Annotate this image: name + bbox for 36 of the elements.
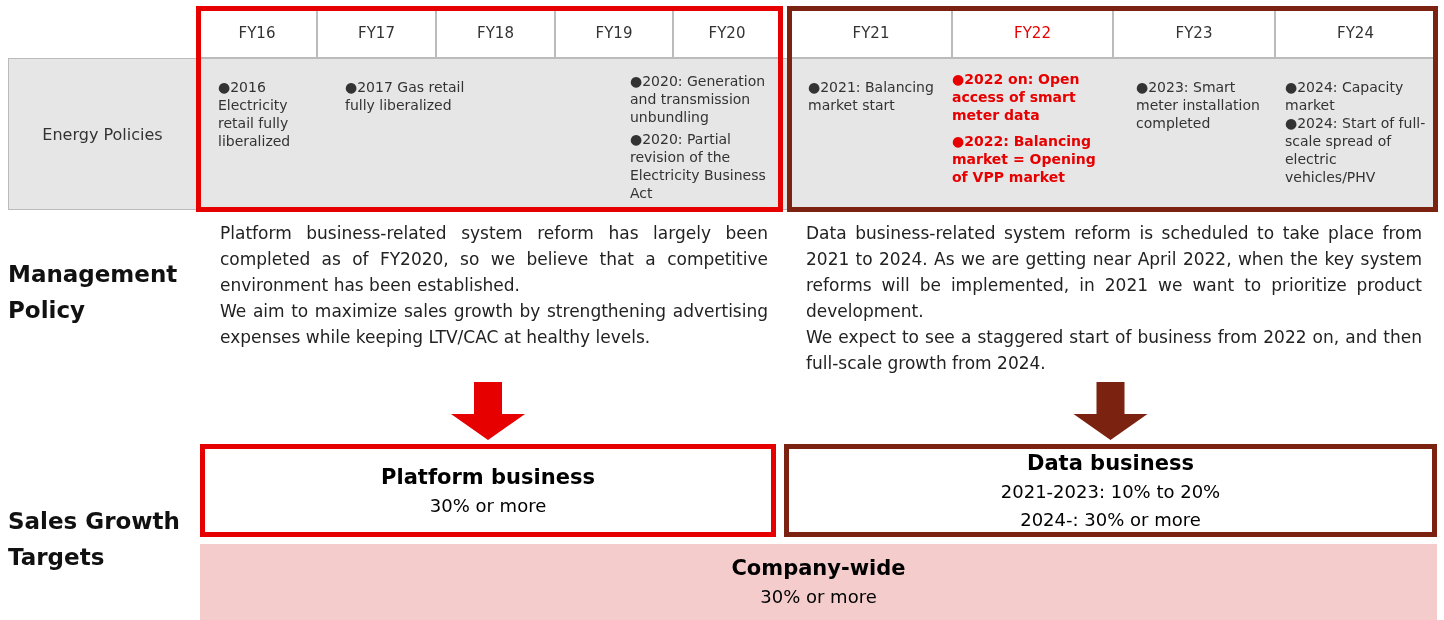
year-header-cell: FY23 xyxy=(1113,8,1275,58)
policy-note: ●2016 Electricity retail fully liberalized xyxy=(218,78,292,150)
year-header-cell: FY18 xyxy=(436,8,555,58)
row-heading: Management Policy xyxy=(8,260,179,325)
box-title: Platform business xyxy=(381,463,595,491)
year-header-cell: FY19 xyxy=(555,8,673,58)
policy-note: ●2020: Generation and transmission unbundling xyxy=(630,72,767,126)
policy-note: ●2021: Balancing market start xyxy=(808,78,935,114)
year-header-cell: FY21 xyxy=(790,8,952,58)
policy-note: ●2022 on: Open access of smart meter data xyxy=(952,70,1081,124)
block-arrow xyxy=(1073,382,1148,440)
box-title: Company-wide xyxy=(731,555,906,582)
policy-paragraph: We expect to see a staggered start of business from 2022 on, and then full-scale growth from 2024. xyxy=(806,326,1422,375)
policy-note: ●2023: Smart meter installation completed xyxy=(1136,78,1261,132)
policy-note: ●2017 Gas retail fully liberalized xyxy=(345,78,465,114)
target-value: 2021-2023: 10% to 20% xyxy=(1000,479,1221,504)
policy-note: ●2024: Start of full-scale spread of electric vehicles/PHV xyxy=(1285,114,1427,186)
row-heading: Sales Growth Targets xyxy=(8,507,181,572)
policy-paragraph: We aim to maximize sales growth by strengthening advertising expenses while keeping LTV/CAC at healthy levels. xyxy=(220,300,768,349)
policy-note: ●2022: Balancing market = Opening of VPP market xyxy=(952,132,1097,186)
year-header-cell: FY24 xyxy=(1275,8,1436,58)
target-value: 30% or more xyxy=(429,493,547,518)
target-value: 2024-: 30% or more xyxy=(1020,507,1201,532)
policy-note: ●2020: Partial revision of the Electricity Business Act xyxy=(630,130,767,202)
box-title: Data business xyxy=(1027,449,1194,477)
year-header-cell: FY17 xyxy=(317,8,436,58)
policy-note: ●2024: Capacity market xyxy=(1285,78,1405,114)
block-arrow xyxy=(451,382,525,440)
policy-paragraph: Platform business-related system reform has largely been completed as of FY2020, so we believe that a competitive environment has been established. xyxy=(220,222,768,297)
target-box xyxy=(784,444,1437,537)
policy-paragraph: Data business-related system reform is scheduled to take place from 2021 to 2024. As we are getting near April 2022, when the key system reforms will be implemented, in 2021 we want to prioritize product development. xyxy=(806,222,1422,323)
target-box xyxy=(200,444,776,537)
target-box xyxy=(200,544,1437,620)
year-header-cell: FY22 xyxy=(952,8,1113,58)
year-header-cell: FY20 xyxy=(673,8,781,58)
target-value: 30% or more xyxy=(760,585,877,609)
